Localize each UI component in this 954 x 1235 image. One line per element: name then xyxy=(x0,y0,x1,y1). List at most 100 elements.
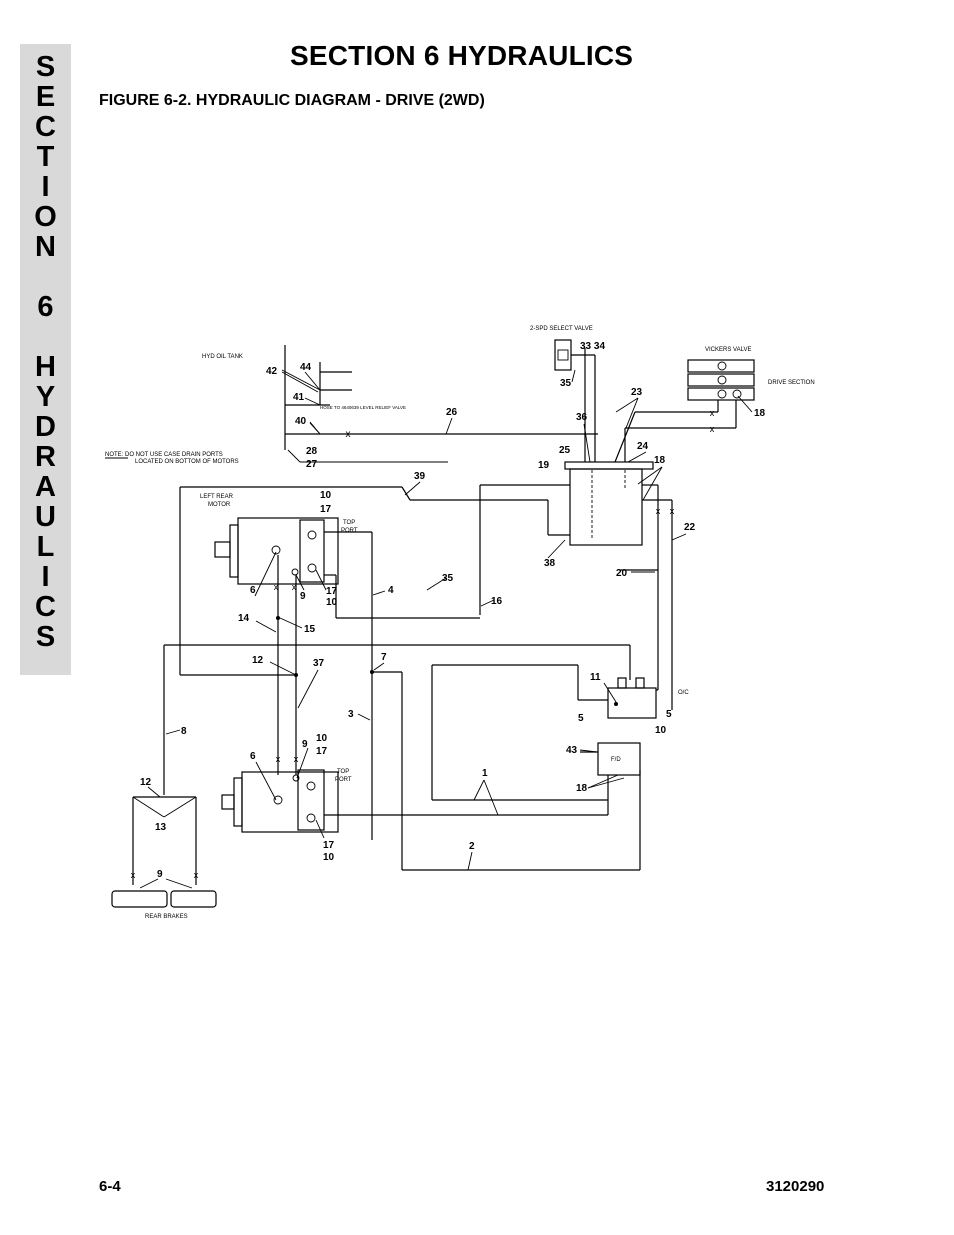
callout: 19 xyxy=(538,460,550,471)
callout-leaders xyxy=(139,369,753,889)
side-letter: 6 xyxy=(37,291,54,323)
callout: 12 xyxy=(252,655,264,666)
callout: 18 xyxy=(654,455,666,466)
callout: 17 xyxy=(320,504,332,515)
oc-valve xyxy=(607,677,657,719)
callout: 24 xyxy=(637,441,649,452)
callout: 13 xyxy=(155,822,167,833)
callout: 7 xyxy=(381,652,387,663)
callout: 36 xyxy=(576,412,588,423)
section-side-tab: S E C T I O N 6 H Y D R A U L I C S xyxy=(20,44,71,675)
top-port-label-1b: PORT xyxy=(341,528,358,534)
svg-text:x: x xyxy=(194,870,199,880)
side-letter: R xyxy=(35,441,56,473)
svg-text:x: x xyxy=(710,424,715,434)
callout: 10 xyxy=(316,733,328,744)
callout: 5 xyxy=(578,713,584,724)
side-letter: S xyxy=(35,51,56,83)
lower-motor: x x xyxy=(221,754,609,833)
two-speed-select-valve xyxy=(554,339,596,462)
svg-text:x: x xyxy=(670,506,675,516)
page-title: SECTION 6 HYDRAULICS xyxy=(290,40,634,71)
motor-label-2: MOTOR xyxy=(208,502,231,508)
svg-text:x: x xyxy=(294,754,299,764)
callout: 2 xyxy=(469,841,475,852)
note-line-2: LOCATED ON BOTTOM OF MOTORS xyxy=(135,459,239,465)
callout: 8 xyxy=(181,726,187,737)
side-letter: I xyxy=(41,171,50,203)
side-letter: O xyxy=(34,201,57,233)
side-letter: Y xyxy=(35,381,56,413)
vickers-valve: x x xyxy=(614,359,755,463)
callout: 44 xyxy=(300,362,312,373)
callout: 37 xyxy=(313,658,325,669)
callout: 38 xyxy=(544,558,556,569)
side-letter: T xyxy=(36,141,55,173)
callout: 12 xyxy=(140,777,152,788)
callout: 28 xyxy=(306,446,318,457)
hose-note: HOSE TO 4640639 LEVEL RELIEF VALVE xyxy=(320,405,406,410)
callout: 9 xyxy=(300,591,306,602)
top-port-label-1a: TOP xyxy=(343,520,355,526)
svg-text:x: x xyxy=(276,754,281,764)
callout: 17 xyxy=(326,586,338,597)
motor-label-1: LEFT REAR xyxy=(200,494,234,500)
document-number: 3120290 xyxy=(766,1178,825,1195)
callout: 17 xyxy=(316,746,328,757)
callout: 10 xyxy=(326,597,338,608)
side-letter: C xyxy=(35,591,56,623)
rear-brakes: x x xyxy=(111,796,217,908)
callout: 35 xyxy=(560,378,572,389)
svg-text:x: x xyxy=(346,429,351,440)
callout: 10 xyxy=(320,490,332,501)
flow-divider-block: x x xyxy=(179,461,675,710)
svg-text:x: x xyxy=(274,582,279,592)
tank-label: HYD OIL TANK xyxy=(202,354,243,360)
callout: 6 xyxy=(250,585,256,596)
callout: 11 xyxy=(590,672,601,683)
callout: 14 xyxy=(238,613,250,624)
callout: 35 xyxy=(442,573,454,584)
note-line-1: NOTE: DO NOT USE CASE DRAIN PORTS xyxy=(105,452,223,458)
side-letter: N xyxy=(35,231,56,263)
top-port-label-2a: TOP xyxy=(337,769,349,775)
callout: 4 xyxy=(388,585,394,596)
side-letter: E xyxy=(35,81,56,113)
side-letter: C xyxy=(35,111,56,143)
callout: 26 xyxy=(446,407,458,418)
callout: 41 xyxy=(293,392,305,403)
callout: 23 xyxy=(631,387,643,398)
callout: 18 xyxy=(754,408,766,419)
side-letter: A xyxy=(35,471,56,503)
callout: 40 xyxy=(295,416,307,427)
callout: 9 xyxy=(157,869,163,880)
callout: 16 xyxy=(491,596,503,607)
svg-text:x: x xyxy=(131,870,136,880)
callout: 27 xyxy=(306,459,318,470)
svg-text:x: x xyxy=(710,408,715,418)
side-letter: H xyxy=(35,351,56,383)
side-letter: I xyxy=(41,561,50,593)
side-letter: U xyxy=(35,501,56,533)
callout: 20 xyxy=(616,568,628,579)
callout: 39 xyxy=(414,471,426,482)
callout: 6 xyxy=(250,751,256,762)
callout-numbers: 44 42 41 40 26 28 27 33 34 35 36 23 18 2… xyxy=(140,341,766,880)
top-port-label-2b: PORT xyxy=(335,777,352,783)
svg-text:x: x xyxy=(292,582,297,592)
figure-caption: FIGURE 6-2. HYDRAULIC DIAGRAM - DRIVE (2… xyxy=(99,92,485,109)
callout: 25 xyxy=(559,445,571,456)
vickers-label: VICKERS VALVE xyxy=(705,347,751,353)
callout: 1 xyxy=(482,768,488,779)
callout: 42 xyxy=(266,366,278,377)
callout: 17 xyxy=(323,840,335,851)
callout: 10 xyxy=(323,852,335,863)
svg-text:x: x xyxy=(656,506,661,516)
page-number: 6-4 xyxy=(99,1178,121,1195)
callout: 9 xyxy=(302,739,308,750)
fd-valve xyxy=(580,742,641,776)
motor-trunk-lines xyxy=(163,555,658,871)
callout: 33 34 xyxy=(580,341,605,352)
two-spd-label: 2-SPD SELECT VALVE xyxy=(530,326,593,332)
